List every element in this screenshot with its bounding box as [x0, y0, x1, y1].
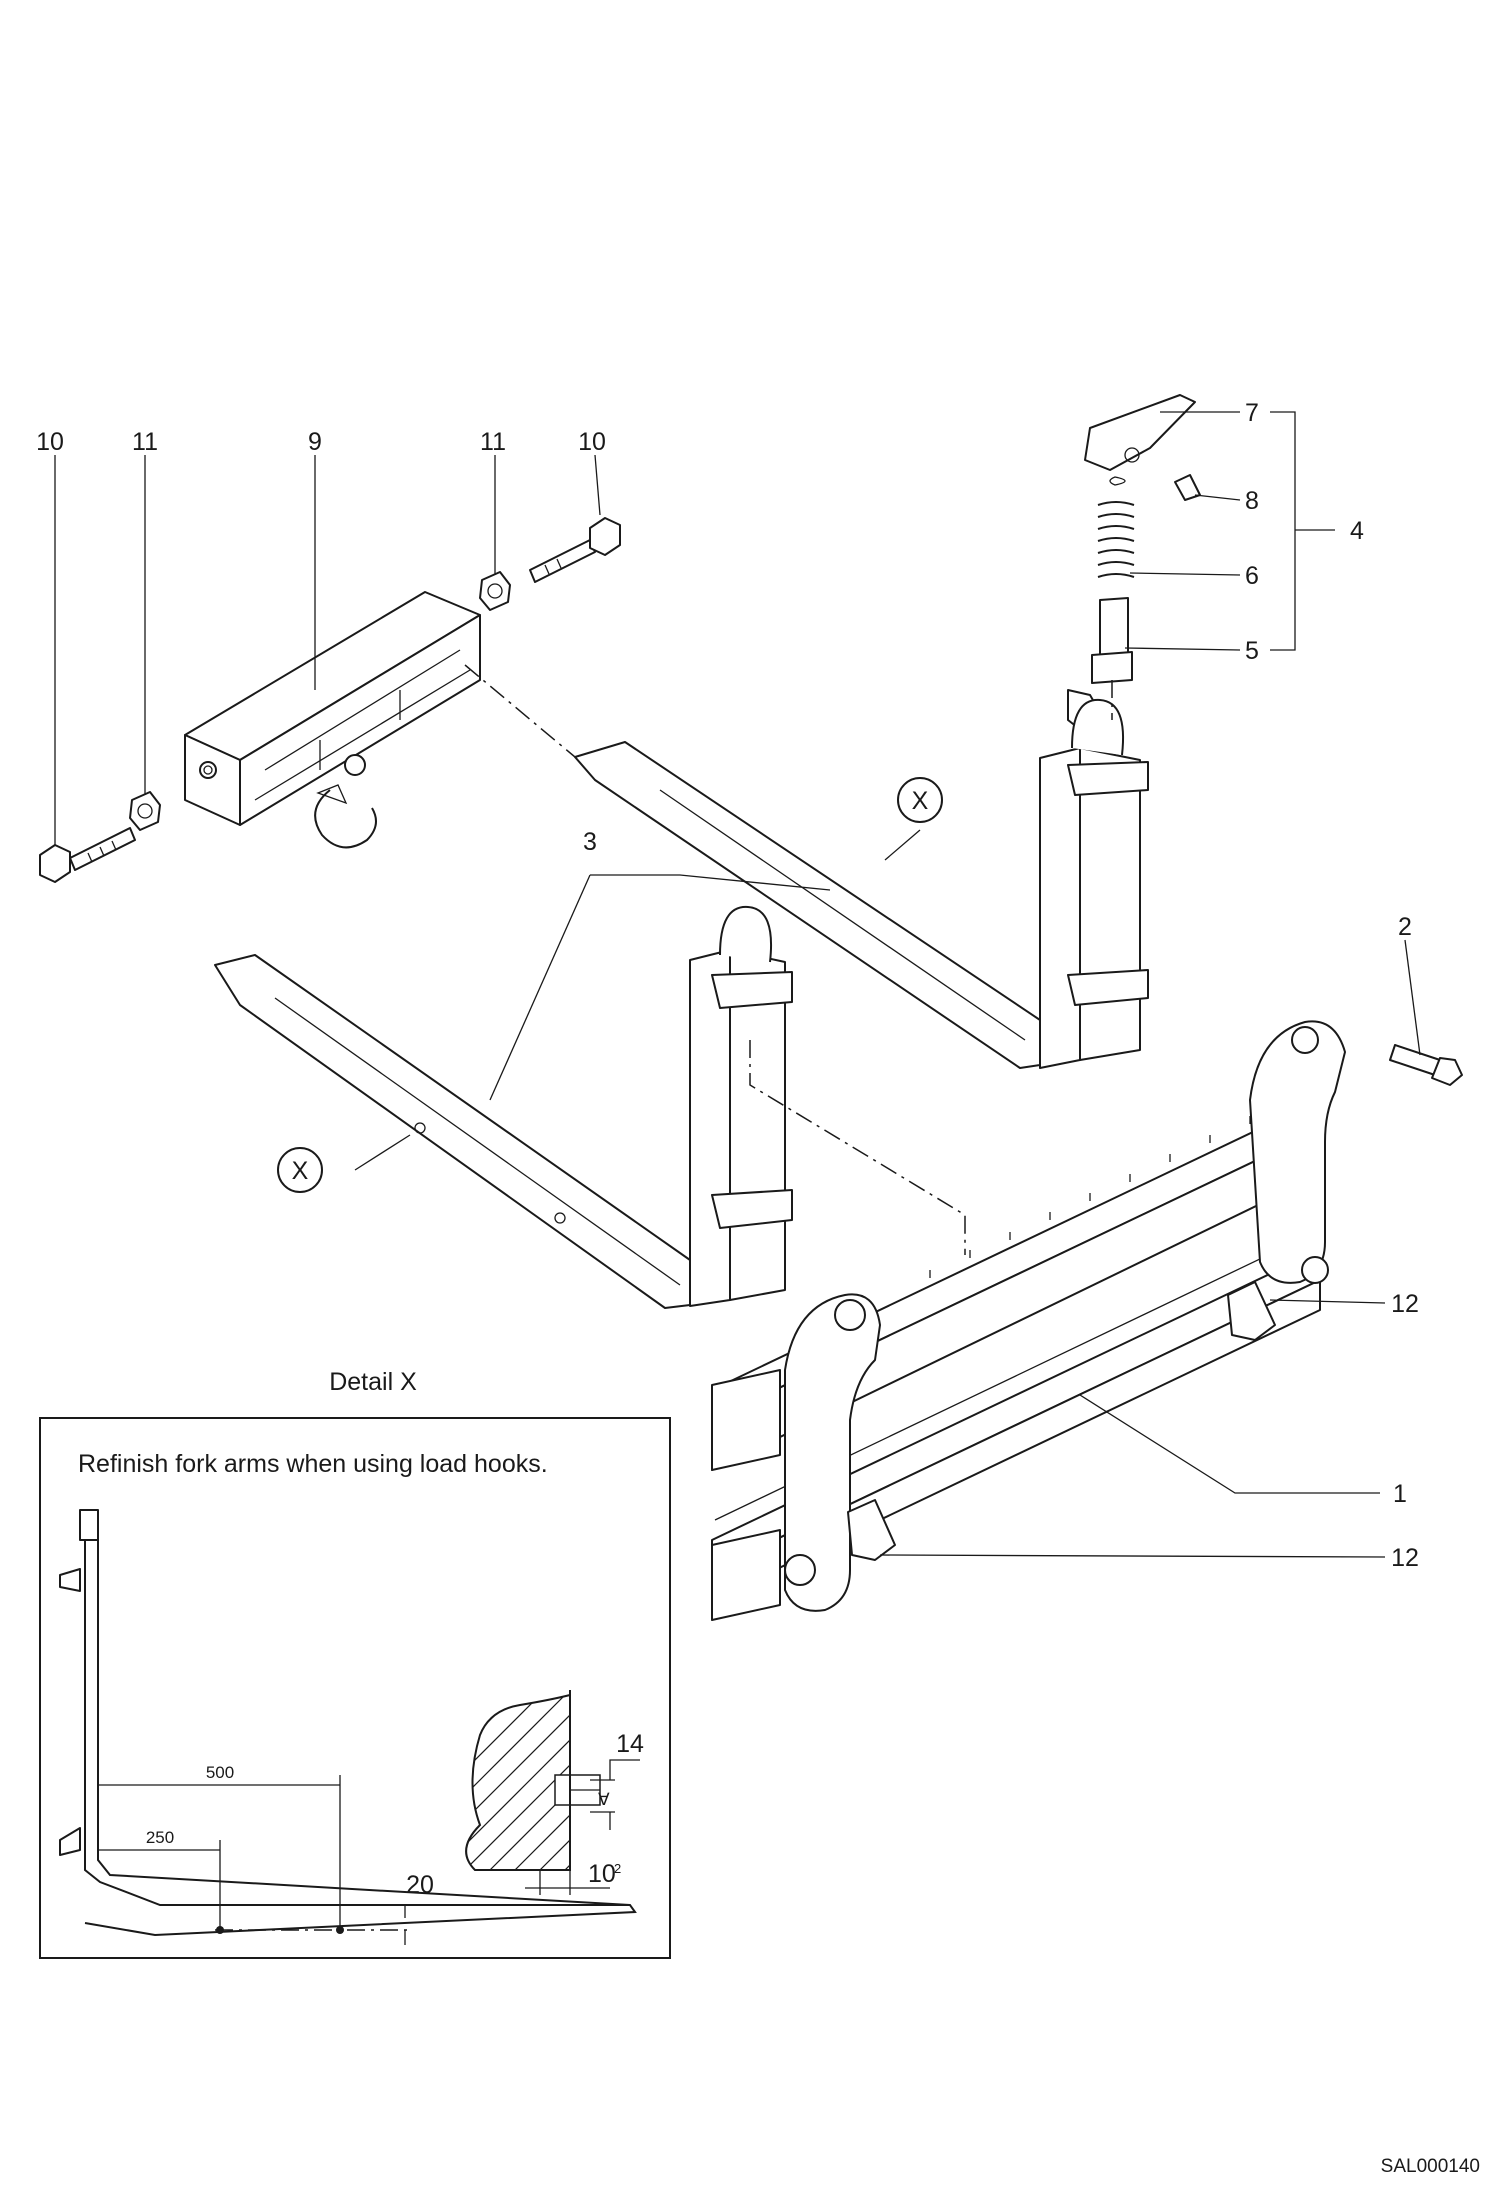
detail-marker-circle-lower	[277, 1147, 323, 1193]
callout-5: 5	[1245, 637, 1259, 665]
surface-symbol: ∀	[598, 1790, 610, 1809]
section-detail: ∀	[465, 1690, 640, 1895]
dim-10: 10	[588, 1860, 616, 1888]
callout-7: 7	[1245, 399, 1259, 427]
bolt-left	[39, 827, 136, 883]
dim-10-superscript: 2	[614, 1861, 621, 1876]
callout-4: 4	[1350, 517, 1364, 545]
dim-14: 14	[616, 1730, 644, 1758]
detail-marker-upper: X	[912, 787, 929, 815]
leader-lines	[54, 411, 1421, 1558]
callout-9: 9	[308, 428, 322, 456]
detail-title: Detail X	[329, 1368, 417, 1396]
callout-12-top: 12	[1391, 1290, 1419, 1318]
load-hook-beam	[184, 591, 481, 849]
detail-marker-circle-upper	[897, 777, 943, 823]
callout-11-right: 11	[480, 428, 506, 456]
callout-12-bottom: 12	[1391, 1544, 1419, 1572]
fork-profile	[59, 1509, 637, 1945]
callout-10-right: 10	[578, 428, 606, 456]
bolt-2	[1389, 1044, 1463, 1086]
locking-pin-assembly	[1084, 394, 1201, 684]
spring	[1097, 501, 1135, 578]
callout-11-left: 11	[132, 428, 158, 456]
dim-500: 500	[206, 1763, 234, 1782]
callout-6: 6	[1245, 562, 1259, 590]
detail-frame	[39, 1417, 671, 1959]
nut-right	[479, 571, 511, 611]
dim-20: 20	[406, 1871, 434, 1899]
callout-2: 2	[1398, 913, 1412, 941]
detail-marker-lower: X	[292, 1157, 309, 1185]
carrier-frame	[711, 1020, 1346, 1621]
dim-250: 250	[146, 1828, 174, 1847]
fork-arm-upper	[574, 689, 1149, 1069]
detail-note: Refinish fork arms when using load hooks…	[78, 1450, 548, 1478]
nut-left	[129, 791, 161, 831]
bolt-right	[529, 517, 621, 583]
drawing-id: SAL000140	[1381, 2156, 1480, 2177]
fork-arm-lower	[214, 905, 793, 1309]
callout-8: 8	[1245, 487, 1259, 515]
callout-3: 3	[583, 828, 597, 856]
callout-10-left: 10	[36, 428, 64, 456]
callout-1: 1	[1393, 1480, 1407, 1508]
